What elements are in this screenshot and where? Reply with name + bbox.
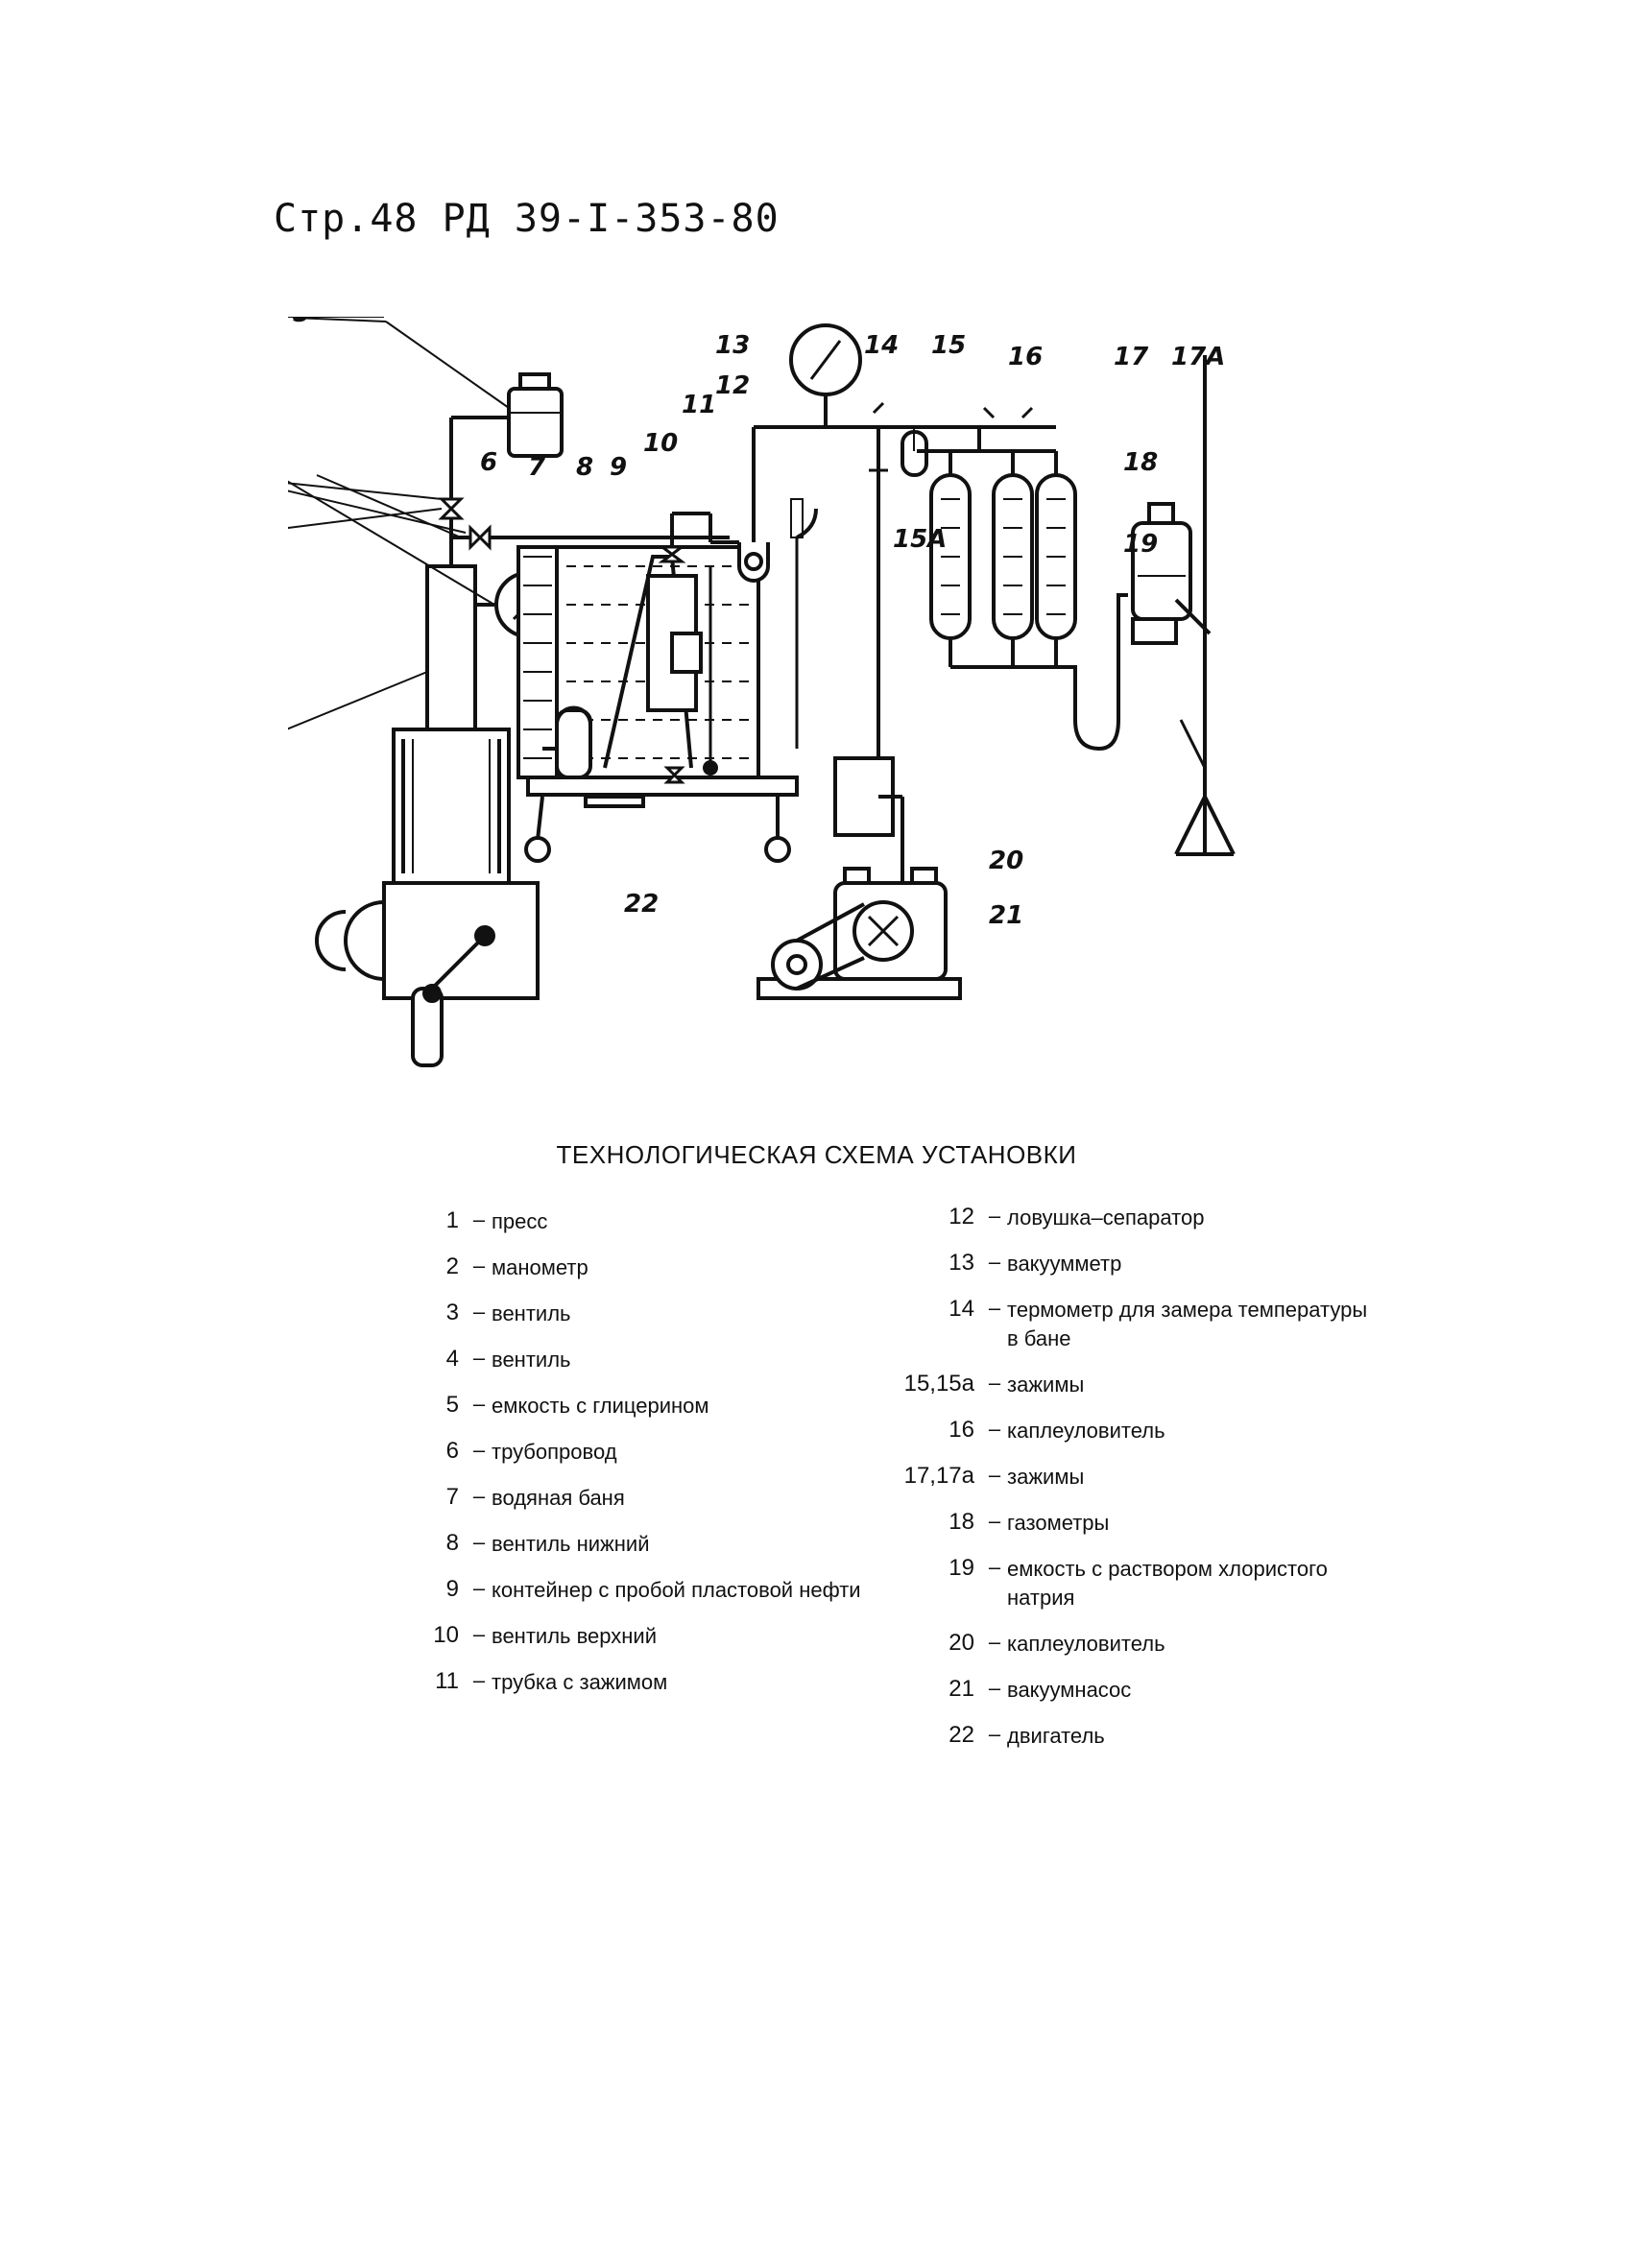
legend-text: трубопровод bbox=[492, 1440, 617, 1464]
legend-item: 5–емкость с глицерином bbox=[384, 1392, 883, 1420]
legend-item: 7–водяная баня bbox=[384, 1484, 883, 1513]
legend-number: 19 bbox=[949, 1555, 974, 1581]
label-12: 12 bbox=[715, 371, 750, 400]
legend-text: контейнер с пробой пластовой нефти bbox=[492, 1578, 861, 1602]
press bbox=[315, 564, 540, 1067]
legend-item: 8–вентиль нижний bbox=[384, 1530, 883, 1559]
gasometers bbox=[929, 451, 1128, 752]
legend-item: 13–вакуумметр bbox=[869, 1250, 1368, 1278]
legend-item: 10–вентиль верхний bbox=[384, 1622, 883, 1651]
legend-item: 11–трубка с зажимом bbox=[384, 1668, 883, 1697]
legend-number: 7 bbox=[445, 1484, 459, 1510]
legend-item: 15,15а–зажимы bbox=[869, 1371, 1368, 1399]
legend-number: 17,17а bbox=[903, 1463, 974, 1489]
label-8: 8 bbox=[576, 453, 593, 482]
legend-text: каплеуловитель bbox=[1007, 1419, 1165, 1443]
label-15: 15 bbox=[931, 331, 966, 360]
legend-number: 15,15а bbox=[903, 1371, 974, 1397]
legend-text: трубка с зажимом bbox=[492, 1670, 668, 1694]
legend-text: вентиль верхний bbox=[492, 1624, 657, 1648]
legend-number: 13 bbox=[949, 1250, 974, 1276]
legend-number: 11 bbox=[435, 1668, 459, 1694]
legend-item: 1–пресс bbox=[384, 1207, 883, 1236]
label-10: 10 bbox=[643, 429, 678, 458]
legend-number: 9 bbox=[445, 1576, 459, 1602]
vacuum-pump bbox=[756, 867, 962, 1000]
label-16: 16 bbox=[1008, 343, 1043, 371]
legend-text: зажимы bbox=[1007, 1373, 1085, 1397]
legend-item: 9–контейнер с пробой пластовой нефти bbox=[384, 1576, 883, 1605]
legend-number: 5 bbox=[445, 1392, 459, 1418]
legend-number: 16 bbox=[949, 1417, 974, 1443]
label-11: 11 bbox=[682, 391, 716, 419]
legend-number: 22 bbox=[949, 1722, 974, 1748]
legend-text: манометр bbox=[492, 1255, 588, 1279]
glycerin-vessel bbox=[507, 372, 564, 458]
legend-text: вакуумметр bbox=[1007, 1252, 1122, 1276]
legend-number: 14 bbox=[949, 1296, 974, 1322]
legend-number: 4 bbox=[445, 1346, 459, 1372]
legend-text: емкость с раствором хлористого натрия bbox=[1007, 1557, 1328, 1610]
legend-text: ловушка–сепаратор bbox=[1007, 1206, 1205, 1229]
legend-text: вентиль нижний bbox=[492, 1532, 650, 1556]
legend-number: 2 bbox=[445, 1253, 459, 1279]
legend-item: 12–ловушка–сепаратор bbox=[869, 1204, 1368, 1232]
label-22: 22 bbox=[624, 890, 659, 919]
label-6: 6 bbox=[480, 448, 497, 477]
legend-item: 14–термометр для замера температуры в ба… bbox=[869, 1296, 1368, 1353]
legend-number: 3 bbox=[445, 1300, 459, 1325]
label-9: 9 bbox=[610, 453, 627, 482]
label-21: 21 bbox=[989, 901, 1023, 930]
document-reference: Стр.48 РД 39-I-353-80 bbox=[274, 197, 780, 241]
legend-text: вентиль bbox=[492, 1348, 571, 1372]
label-15a: 15А bbox=[893, 525, 947, 554]
legend-text: газометры bbox=[1007, 1511, 1110, 1535]
label-17: 17 bbox=[1114, 343, 1149, 371]
legend-text: вакуумнасос bbox=[1007, 1678, 1132, 1702]
legend-number: 10 bbox=[433, 1622, 459, 1648]
legend-text: двигатель bbox=[1007, 1724, 1105, 1748]
legend-text: емкость с глицерином bbox=[492, 1394, 709, 1418]
legend-item: 22–двигатель bbox=[869, 1722, 1368, 1751]
legend-text: вентиль bbox=[492, 1301, 571, 1325]
legend-number: 20 bbox=[949, 1630, 974, 1656]
legend-text: каплеуловитель bbox=[1007, 1632, 1165, 1656]
legend-right-column: 12–ловушка–сепаратор 13–вакуумметр 14–те… bbox=[869, 1204, 1368, 1768]
label-13: 13 bbox=[715, 331, 750, 360]
legend-item: 4–вентиль bbox=[384, 1346, 883, 1374]
legend-item: 18–газометры bbox=[869, 1509, 1368, 1538]
legend-item: 6–трубопровод bbox=[384, 1438, 883, 1467]
legend-number: 6 bbox=[445, 1438, 459, 1464]
legend-text: водяная баня bbox=[492, 1486, 625, 1510]
label-19: 19 bbox=[1123, 530, 1158, 559]
legend-item: 20–каплеуловитель bbox=[869, 1630, 1368, 1659]
legend-number: 21 bbox=[949, 1676, 974, 1702]
legend-number: 12 bbox=[949, 1204, 974, 1229]
nacl-vessel bbox=[1131, 355, 1236, 856]
label-20: 20 bbox=[989, 847, 1023, 875]
label-18: 18 bbox=[1123, 448, 1158, 477]
legend-item: 16–каплеуловитель bbox=[869, 1417, 1368, 1445]
legend-left-column: 1–пресс 2–манометр 3–вентиль 4–вентиль 5… bbox=[384, 1207, 883, 1714]
legend-item: 19–емкость с раствором хлористого натрия bbox=[869, 1555, 1368, 1612]
water-bath bbox=[516, 545, 760, 779]
legend-item: 2–манометр bbox=[384, 1253, 883, 1282]
label-14: 14 bbox=[864, 331, 899, 360]
label-17a: 17А bbox=[1171, 343, 1225, 371]
label-5: 5 bbox=[293, 317, 310, 328]
scheme-caption: ТЕХНОЛОГИЧЕСКАЯ СХЕМА УСТАНОВКИ bbox=[556, 1140, 1077, 1169]
legend-item: 21–вакуумнасос bbox=[869, 1676, 1368, 1705]
legend-number: 1 bbox=[445, 1207, 459, 1233]
label-7: 7 bbox=[528, 453, 546, 482]
motor bbox=[542, 705, 592, 779]
legend-item: 17,17а–зажимы bbox=[869, 1463, 1368, 1492]
legend-number: 8 bbox=[445, 1530, 459, 1556]
legend-text: термометр для замера температуры в бане bbox=[1007, 1298, 1368, 1350]
legend-text: зажимы bbox=[1007, 1465, 1085, 1489]
legend-text: пресс bbox=[492, 1209, 548, 1233]
installation-scheme-diagram: 5 4 3 2 1 6 7 8 9 10 11 12 13 14 15 15А … bbox=[288, 317, 1236, 1067]
legend-item: 3–вентиль bbox=[384, 1300, 883, 1328]
legend-number: 18 bbox=[949, 1509, 974, 1535]
